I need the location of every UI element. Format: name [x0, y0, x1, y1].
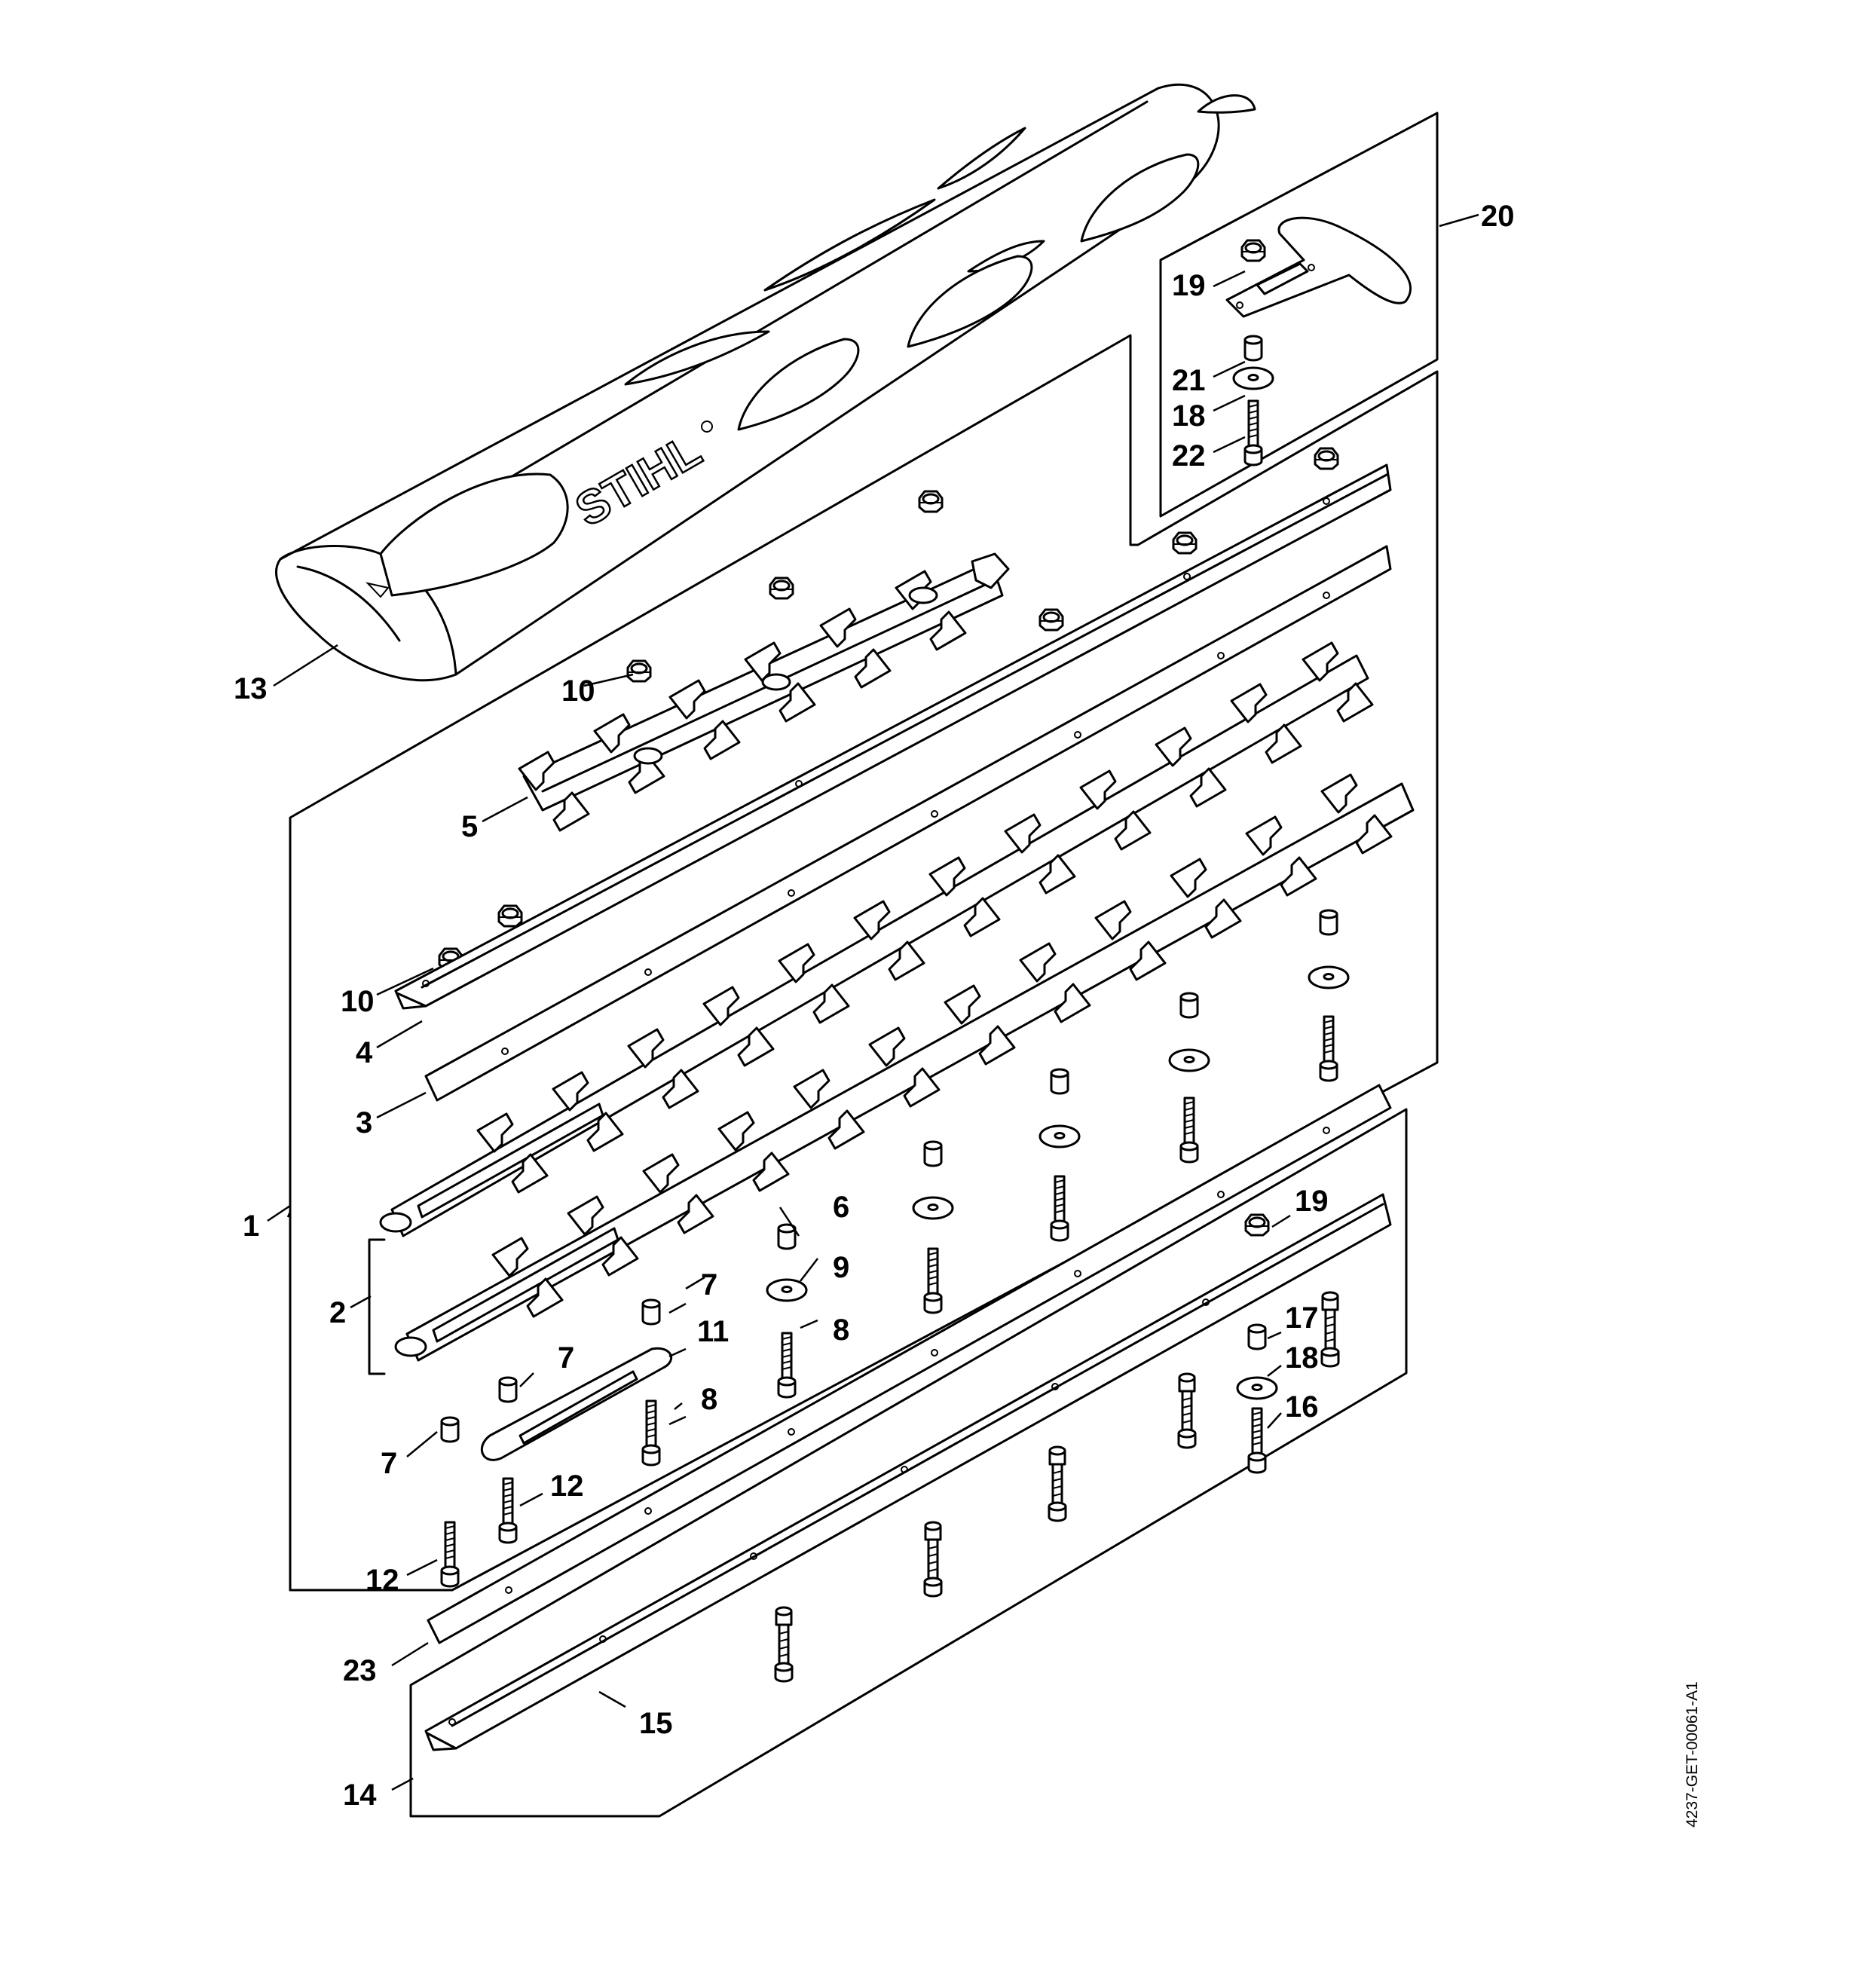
callout-11: 11: [697, 1315, 729, 1348]
callout-10-lower: 10: [341, 985, 375, 1018]
callout-9: 9: [833, 1251, 849, 1284]
callout-21: 21: [1172, 364, 1206, 397]
cutting-blade-upper: [379, 641, 1374, 1237]
callout-2: 2: [329, 1296, 346, 1329]
callout-14: 14: [343, 1778, 377, 1812]
callout-7-upper: 7: [701, 1268, 717, 1301]
callout-15: 15: [639, 1707, 673, 1740]
callout-17: 17: [1285, 1301, 1319, 1335]
callout-7-middle: 7: [558, 1341, 574, 1375]
callout-10-upper: 10: [561, 674, 595, 708]
callout-18-lower: 18: [1285, 1341, 1319, 1375]
cutter-guide: [518, 552, 1010, 832]
callout-23: 23: [343, 1654, 377, 1687]
callout-18-upper: 18: [1172, 399, 1206, 433]
lower-frame: [409, 1108, 1408, 1818]
callout-4: 4: [356, 1036, 373, 1069]
callout-labels: 13 10 5 10 4 3 1 2 6 9 8 7 11 7 8 7 12 1…: [234, 200, 1515, 1812]
callout-19-lower: 19: [1295, 1185, 1329, 1218]
leader-lines: [267, 213, 1479, 1791]
callout-6: 6: [833, 1191, 849, 1224]
slide-plate-11: [480, 1347, 673, 1461]
callout-7-lower: 7: [381, 1447, 397, 1480]
shim-strip-3: [424, 545, 1392, 1102]
document-id: 4237-GET-00061-A1: [1684, 1681, 1701, 1827]
blade-bracket-2: [368, 1238, 386, 1375]
kit-frame-20: [1159, 112, 1439, 518]
callout-22: 22: [1172, 439, 1206, 473]
callout-1: 1: [243, 1210, 259, 1243]
callout-20: 20: [1481, 200, 1515, 233]
callout-13: 13: [234, 672, 268, 705]
callout-12-right: 12: [550, 1470, 584, 1503]
callout-8-lower: 8: [701, 1383, 717, 1416]
callout-12-left: 12: [366, 1564, 399, 1597]
callout-5: 5: [461, 810, 478, 843]
guide-bar-4: [394, 463, 1392, 1010]
cutting-blade-lower: [394, 773, 1415, 1362]
assembly-frame-1: [289, 334, 1439, 1592]
callout-16: 16: [1285, 1390, 1319, 1424]
callout-3: 3: [356, 1106, 372, 1139]
blade-guard: STIHL: [275, 83, 1256, 682]
guide-bar-14: [424, 1193, 1392, 1751]
shim-strip-23: [427, 1084, 1392, 1644]
bar-end-cap-20: [1225, 216, 1412, 318]
callout-19-upper: 19: [1172, 269, 1206, 302]
callout-8-upper: 8: [833, 1314, 849, 1347]
